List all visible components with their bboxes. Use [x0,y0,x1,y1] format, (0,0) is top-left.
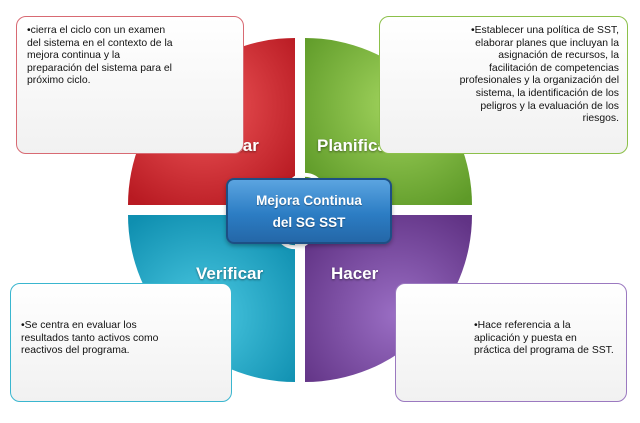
note-planificar: •Establecer una política de SST, elabora… [379,16,628,154]
label-hacer: Hacer [331,264,379,283]
note-actuar: •cierra el ciclo con un examen del siste… [16,16,244,154]
center-title-box: Mejora Continua del SG SST [226,178,392,244]
center-title-line1: Mejora Continua [256,193,362,208]
quadrant-hacer [305,215,472,382]
label-planificar: Planificar [317,136,394,155]
label-verificar: Verificar [196,264,264,283]
note-hacer: •Hace referencia a la aplicación y puest… [395,283,627,402]
center-title-line2: del SG SST [272,215,346,230]
note-verificar: •Se centra en evaluar los resultados tan… [10,283,232,402]
